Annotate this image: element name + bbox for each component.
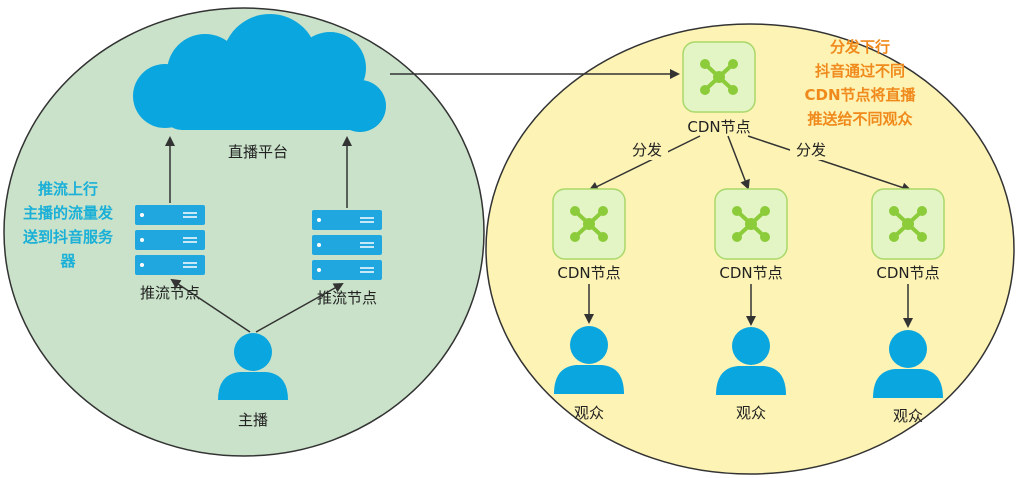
server-icon-left (135, 205, 205, 275)
uplink-note-line-3: 送到抖音服务 (22, 228, 114, 246)
uplink-note-line-4: 器 (59, 252, 76, 270)
platform-label: 直播平台 (228, 143, 288, 161)
viewer-label-1: 观众 (574, 404, 604, 422)
downlink-note-line-4: 推送给不同观众 (807, 110, 912, 128)
cdn-node-label-1: CDN节点 (557, 264, 620, 282)
cdn-node-label-2: CDN节点 (719, 264, 782, 282)
downlink-note-line-2: 抖音通过不同 (815, 62, 905, 80)
distribute-arrow-left (588, 135, 701, 191)
cloud-icon (133, 14, 386, 132)
streamer-to-push-left-arrow (170, 278, 251, 333)
distribute-arrow-middle (727, 135, 750, 190)
streamer-person-icon (218, 333, 288, 400)
distribute-label-right: 分发 (796, 141, 826, 159)
server-icon-right (312, 210, 382, 280)
viewer-label-2: 观众 (736, 404, 766, 422)
streamer-label: 主播 (238, 411, 268, 429)
push-node-right-label: 推流节点 (317, 289, 377, 307)
uplink-note-line-2: 主播的流量发 (23, 204, 114, 222)
distribute-label-left: 分发 (632, 141, 662, 159)
uplink-note: 推流上行 主播的流量发 送到抖音服务 器 (22, 180, 114, 270)
downlink-note-line-3: CDN节点将直播 (804, 86, 916, 104)
cdn-node-icon-3 (871, 188, 945, 260)
cdn-node-label-3: CDN节点 (876, 264, 939, 282)
streamer-to-push-right-arrow (255, 283, 344, 333)
cdn-node-icon-2 (714, 188, 788, 260)
cdn-root-node-icon (682, 41, 756, 113)
viewer-label-3: 观众 (893, 407, 923, 425)
downlink-note: 分发下行 抖音通过不同 CDN节点将直播 推送给不同观众 (804, 38, 916, 128)
viewer-person-icon-3 (873, 330, 943, 398)
viewer-person-icon-1 (554, 326, 624, 394)
downlink-note-line-1: 分发下行 (830, 38, 890, 56)
cdn-root-label: CDN节点 (687, 118, 750, 136)
uplink-note-line-1: 推流上行 (38, 180, 98, 198)
viewer-person-icon-2 (716, 327, 786, 395)
cdn-node-icon-1 (552, 188, 626, 260)
distribute-arrow-right (747, 135, 912, 193)
